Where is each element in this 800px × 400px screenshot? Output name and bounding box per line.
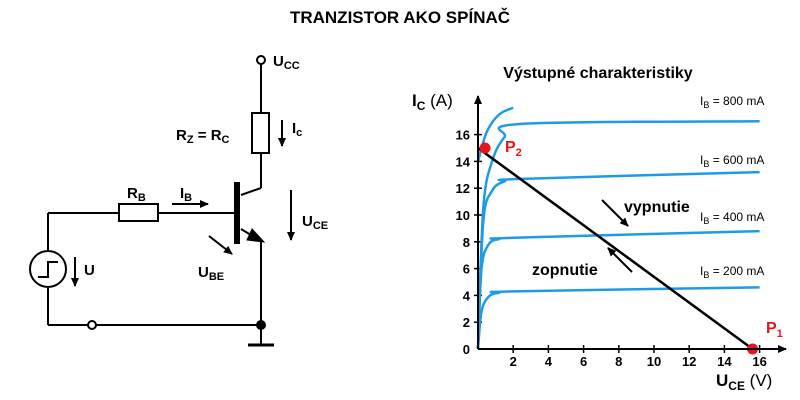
collector-resistor: [251, 112, 270, 154]
ucc-terminal: [256, 55, 266, 65]
p1-label: P1: [766, 320, 783, 340]
page-title: TRANZISTOR AKO SPÍNAČ: [289, 8, 511, 27]
ucc-label: UCC: [273, 53, 300, 72]
base-resistor: [118, 203, 159, 222]
vypnutie-arrow: [601, 199, 629, 227]
circuit-diagram: [29, 55, 295, 347]
vypnutie-label: vypnutie: [624, 199, 690, 216]
x-tick-label: 16: [752, 354, 766, 369]
curve-label-800: IB = 800 mA: [700, 94, 764, 110]
curve-label-200: IB = 200 mA: [700, 264, 764, 280]
x-axis-label: UCE (V): [716, 371, 772, 393]
uce-label: UCE: [302, 213, 328, 232]
x-tick-label: 12: [682, 354, 696, 369]
x-tick-label: 6: [580, 354, 587, 369]
load-line: [477, 146, 754, 351]
y-tick-label: 4: [463, 288, 471, 303]
zopnutie-label: zopnutie: [532, 262, 598, 279]
y-tick-label: 6: [463, 262, 470, 277]
point-p2: [479, 142, 491, 154]
chart-title: Výstupné charakteristiky: [503, 65, 693, 82]
input-terminal: [87, 320, 97, 330]
emitter-arrow: [246, 228, 266, 243]
step-signal-icon: [38, 261, 58, 278]
ic-label: Ic: [292, 120, 302, 139]
y-axis-label: IC (A): [412, 91, 453, 113]
rz-rc-label: RZ = RC: [176, 127, 230, 146]
wire-collector-diag: [240, 187, 262, 196]
zopnutie-arrow: [607, 247, 633, 273]
x-tick-label: 10: [647, 354, 661, 369]
output-characteristics-chart: 2 4 6 8 10 12 14 16 2 4 6 8 10 12 14 16 0: [456, 106, 767, 369]
x-tick-label: 2: [510, 354, 517, 369]
characteristic-curve-1: [476, 170, 760, 350]
u-label: U: [84, 262, 95, 279]
x-tick-label: 4: [545, 354, 553, 369]
rb-label: RB: [127, 185, 146, 204]
curve-label-400: IB = 400 mA: [700, 210, 764, 226]
ube-label: UBE: [198, 264, 224, 283]
y-tick-label: 2: [463, 315, 470, 330]
y-tick-label: 12: [456, 181, 470, 196]
x-tick-label: 14: [717, 354, 732, 369]
characteristic-curve-2: [476, 229, 760, 350]
y-tick-label: 10: [456, 208, 470, 223]
p2-label: P2: [505, 139, 522, 159]
ib-label: IB: [180, 185, 192, 204]
characteristic-curve-3: [476, 286, 760, 350]
y-tick-label: 14: [456, 154, 471, 169]
y-tick-label: 8: [463, 235, 470, 250]
origin-label: 0: [463, 342, 470, 357]
ube-arrow: [208, 235, 233, 255]
curve-label-600: IB = 600 mA: [700, 153, 764, 169]
x-tick-label: 8: [615, 354, 622, 369]
y-tick-label: 16: [456, 128, 470, 143]
